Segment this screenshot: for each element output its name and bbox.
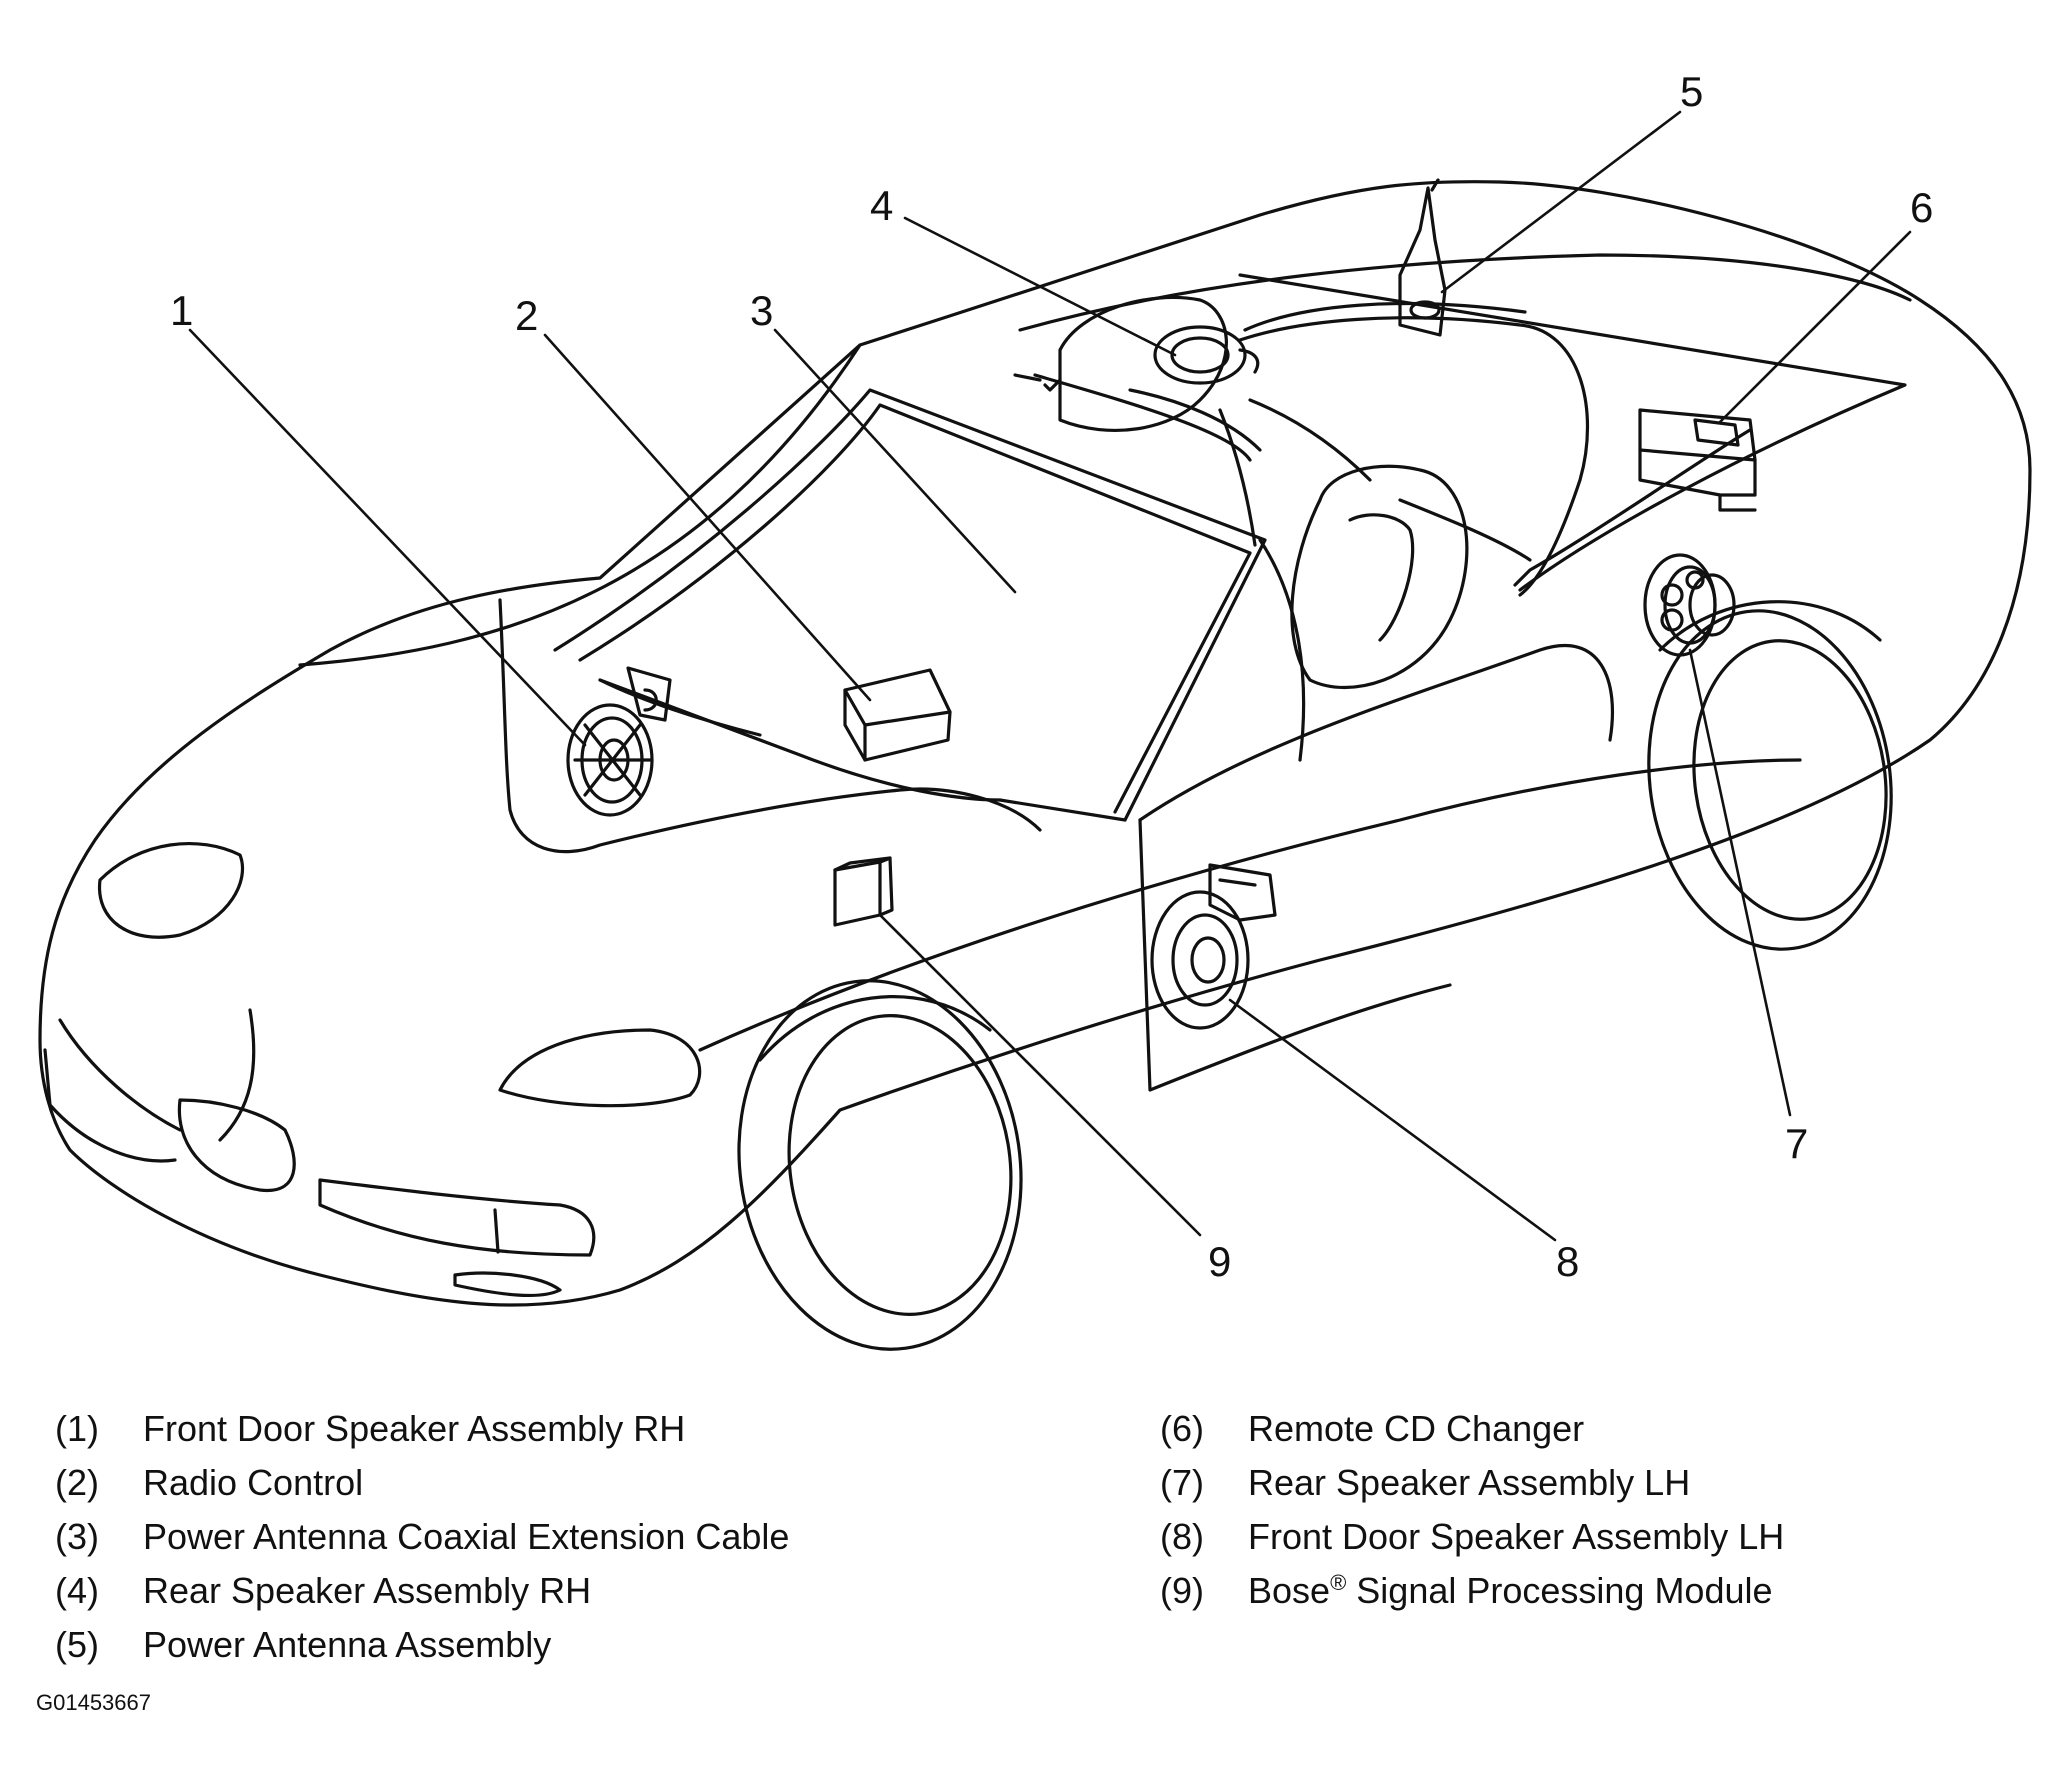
leader-line-3	[773, 328, 1017, 594]
component-front-door-speaker-lh	[1150, 863, 1277, 1030]
callout-6: 6	[1910, 184, 1933, 231]
callout-1: 1	[170, 287, 193, 334]
legend-number: (2)	[55, 1462, 99, 1503]
legend-number: (5)	[55, 1624, 99, 1665]
component-rear-speaker-lh	[1643, 553, 1736, 657]
legend-left-column: (1) Front Door Speaker Assembly RH (2) R…	[55, 1402, 789, 1672]
callout-7: 7	[1785, 1120, 1808, 1167]
figure-id: G01453667	[36, 1690, 151, 1715]
registered-mark: ®	[1330, 1570, 1347, 1595]
windshield-cockpit	[553, 295, 1590, 822]
legend-number: (4)	[55, 1570, 99, 1611]
callout-8: 8	[1556, 1238, 1579, 1285]
legend-item: (4) Rear Speaker Assembly RH	[55, 1564, 789, 1618]
legend-number: (3)	[55, 1516, 99, 1557]
component-small-bracket	[626, 666, 672, 722]
legend-item: (3) Power Antenna Coaxial Extension Cabl…	[55, 1510, 789, 1564]
component-front-door-speaker-rh	[566, 703, 654, 817]
legend-label: Rear Speaker Assembly LH	[1248, 1462, 1691, 1503]
component-power-antenna	[1398, 178, 1447, 337]
leader-line-5	[1440, 110, 1682, 294]
component-rear-speaker-rh	[1153, 325, 1260, 385]
callout-3: 3	[750, 287, 773, 334]
legend-number: (6)	[1160, 1408, 1204, 1449]
leader-line-1	[188, 328, 587, 747]
leader-line-9	[878, 913, 1202, 1237]
legend-item: (1) Front Door Speaker Assembly RH	[55, 1402, 789, 1456]
leader-line-4	[903, 216, 1177, 357]
component-remote-cd-changer	[1638, 408, 1757, 512]
legend-item: (8) Front Door Speaker Assembly LH	[1160, 1510, 1784, 1564]
legend-label-rest: Signal Processing Module	[1346, 1570, 1773, 1611]
leader-line-8	[1228, 998, 1557, 1242]
legend-right-column: (6) Remote CD Changer (7) Rear Speaker A…	[1160, 1402, 1784, 1618]
leader-line-7	[1688, 648, 1792, 1117]
leader-line-2	[543, 333, 872, 702]
callout-2: 2	[515, 292, 538, 339]
legend-label: Remote CD Changer	[1248, 1408, 1585, 1449]
legend-number: (9)	[1160, 1570, 1204, 1611]
legend-label: Power Antenna Coaxial Extension Cable	[143, 1516, 790, 1557]
leader-line-6	[1718, 230, 1912, 424]
callout-numbers: 1 2 3 4 5 6 7 8 9	[170, 68, 1933, 1285]
legend-item: (9) Bose® Signal Processing Module	[1160, 1564, 1784, 1618]
legend-item: (2) Radio Control	[55, 1456, 789, 1510]
component-bose-signal-processing-module	[833, 856, 894, 927]
legend-number: (1)	[55, 1408, 99, 1449]
car-audio-system-diagram: 1 2 3 4 5 6 7 8 9	[38, 68, 2032, 1351]
legend-item: (7) Rear Speaker Assembly LH	[1160, 1456, 1784, 1510]
callout-9: 9	[1208, 1238, 1231, 1285]
legend-label: Front Door Speaker Assembly LH	[1248, 1516, 1785, 1557]
callout-5: 5	[1680, 68, 1703, 115]
car-body	[38, 180, 2032, 1351]
legend-label-brand: Bose	[1248, 1570, 1331, 1611]
legend-number: (7)	[1160, 1462, 1204, 1503]
legend-label: Bose® Signal Processing Module	[1248, 1564, 1773, 1618]
legend-label: Front Door Speaker Assembly RH	[143, 1408, 686, 1449]
component-radio-control	[843, 668, 952, 762]
legend-item: (6) Remote CD Changer	[1160, 1402, 1784, 1456]
legend-number: (8)	[1160, 1516, 1204, 1557]
leader-lines	[188, 110, 1912, 1242]
legend-label: Power Antenna Assembly	[143, 1624, 552, 1665]
legend-label: Rear Speaker Assembly RH	[143, 1570, 592, 1611]
callout-4: 4	[870, 182, 893, 229]
legend-item: (5) Power Antenna Assembly	[55, 1618, 789, 1672]
legend-label: Radio Control	[143, 1462, 364, 1503]
